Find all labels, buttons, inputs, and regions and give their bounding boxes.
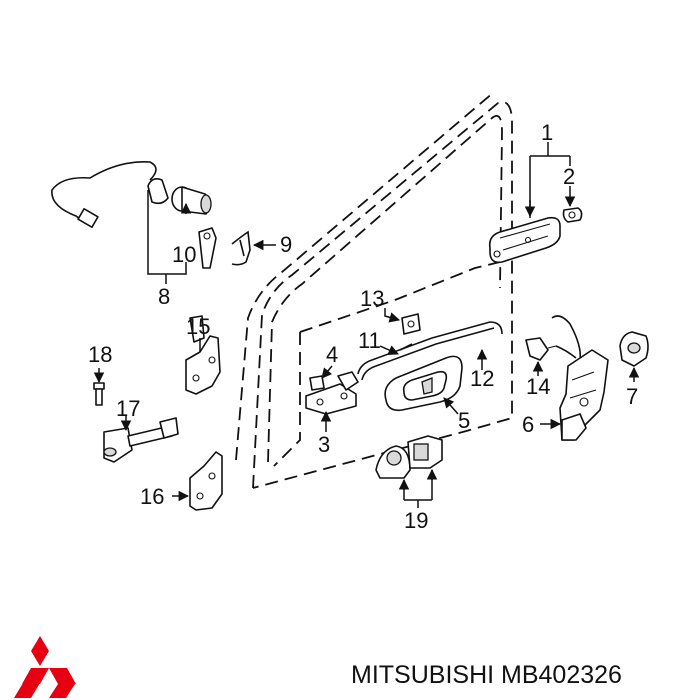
callout-labels: 1 2 3 4 5 6 7 8 9 10 11 12 13 14 15 16 1…: [88, 120, 638, 533]
upper-door-hinge: [185, 315, 221, 395]
lock-cylinder-cable: [51, 161, 169, 228]
door-check: [103, 417, 179, 463]
door-switch-and-cover: [375, 435, 443, 479]
callout-10: 10: [172, 242, 196, 267]
outside-door-handle: [488, 216, 561, 264]
door-lock-latch: [551, 315, 609, 441]
callout-18: 18: [88, 342, 112, 367]
lower-door-hinge: [189, 451, 223, 511]
handle-clip: [562, 207, 583, 223]
callout-2: 2: [563, 164, 575, 189]
callout-19: 19: [404, 508, 428, 533]
callout-17: 17: [116, 396, 140, 421]
callout-11: 11: [358, 328, 381, 353]
callout-6: 6: [522, 412, 534, 437]
callout-15: 15: [186, 314, 210, 339]
inside-door-handle: [384, 355, 463, 412]
cylinder-retainer: [231, 230, 251, 266]
rod-end-clip: [525, 337, 557, 361]
callout-8: 8: [158, 284, 170, 309]
callout-16: 16: [140, 484, 164, 509]
callout-5: 5: [458, 408, 470, 433]
door-striker: [619, 331, 649, 367]
lock-rods: [357, 321, 503, 381]
callout-12: 12: [470, 366, 494, 391]
callout-1: 1: [541, 120, 553, 145]
inside-lock-assembly: [305, 371, 359, 415]
callout-7: 7: [626, 384, 638, 409]
callout-9: 9: [280, 232, 292, 257]
latch-link-bracket: [309, 375, 325, 391]
callout-4: 4: [326, 342, 338, 367]
part-caption: MITSUBISHI MB402326: [351, 661, 622, 689]
door-frame-outline: [235, 91, 513, 489]
rod-clip: [401, 313, 421, 335]
mitsubishi-three-diamond-logo-icon: [14, 636, 76, 698]
callout-13: 13: [360, 286, 384, 311]
callout-3: 3: [318, 432, 330, 457]
callout-14: 14: [526, 374, 550, 399]
hinge-bolt: [93, 382, 105, 406]
